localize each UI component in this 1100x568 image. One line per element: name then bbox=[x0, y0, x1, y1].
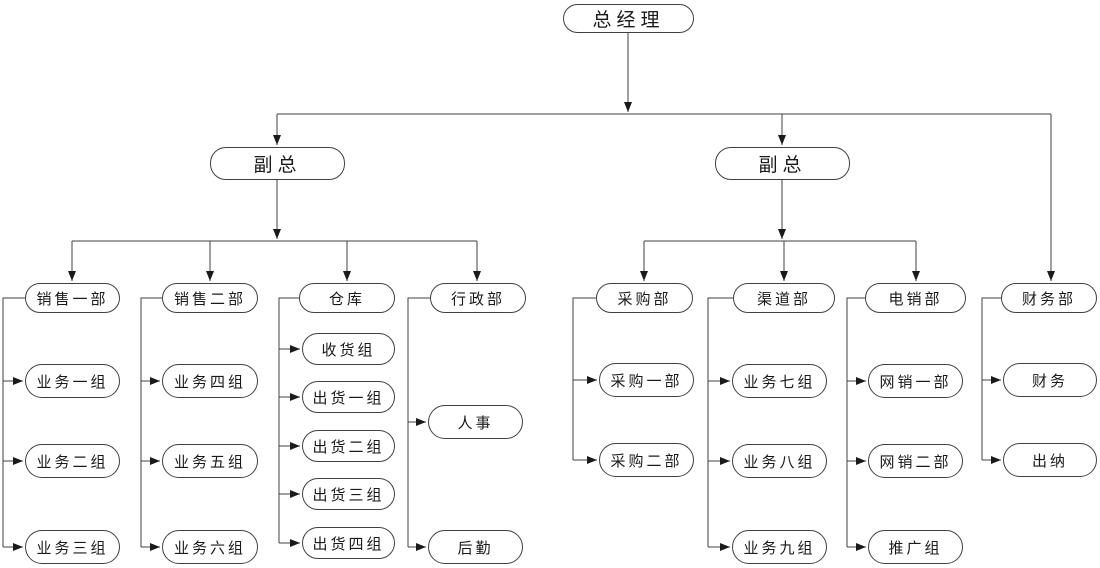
node-warehouse-shipping-4: 出货四组 bbox=[302, 527, 395, 559]
node-warehouse: 仓库 bbox=[299, 283, 395, 313]
node-vp-left: 副总 bbox=[210, 147, 345, 180]
node-channel-team-9: 业务九组 bbox=[732, 530, 827, 564]
node-finance-dept: 财务部 bbox=[1001, 283, 1097, 313]
node-admin-logistics: 后勤 bbox=[428, 530, 523, 564]
node-telesales-online-2: 网销二部 bbox=[868, 444, 963, 478]
node-warehouse-shipping-3: 出货三组 bbox=[302, 478, 395, 510]
node-admin-hr: 人事 bbox=[428, 405, 523, 439]
node-sales2-team-6: 业务六组 bbox=[162, 530, 258, 564]
node-finance-accounting: 财务 bbox=[1003, 363, 1097, 397]
node-telesales-promo: 推广组 bbox=[868, 530, 963, 564]
node-sales1-team-1: 业务一组 bbox=[25, 364, 120, 398]
node-sales-dept-2: 销售二部 bbox=[162, 283, 258, 313]
node-telesales-dept: 电销部 bbox=[865, 283, 966, 313]
node-sales1-team-3: 业务三组 bbox=[25, 530, 120, 564]
node-vp-right: 副总 bbox=[715, 147, 850, 180]
node-warehouse-receiving: 收货组 bbox=[302, 333, 395, 365]
node-channel-team-8: 业务八组 bbox=[732, 444, 827, 478]
node-warehouse-shipping-1: 出货一组 bbox=[302, 381, 395, 413]
node-purchasing-dept: 采购部 bbox=[596, 283, 693, 313]
node-sales2-team-4: 业务四组 bbox=[162, 364, 258, 398]
node-finance-cashier: 出纳 bbox=[1003, 443, 1097, 477]
node-admin-dept: 行政部 bbox=[430, 283, 526, 313]
node-channel-dept: 渠道部 bbox=[733, 283, 835, 313]
node-purchasing-2: 采购二部 bbox=[599, 443, 694, 477]
node-warehouse-shipping-2: 出货二组 bbox=[302, 430, 395, 462]
node-purchasing-1: 采购一部 bbox=[599, 363, 694, 397]
node-channel-team-7: 业务七组 bbox=[732, 364, 827, 398]
node-sales-dept-1: 销售一部 bbox=[25, 283, 120, 313]
node-telesales-online-1: 网销一部 bbox=[868, 364, 963, 398]
node-sales1-team-2: 业务二组 bbox=[25, 444, 120, 478]
node-general-manager: 总经理 bbox=[563, 4, 694, 33]
node-sales2-team-5: 业务五组 bbox=[162, 444, 258, 478]
